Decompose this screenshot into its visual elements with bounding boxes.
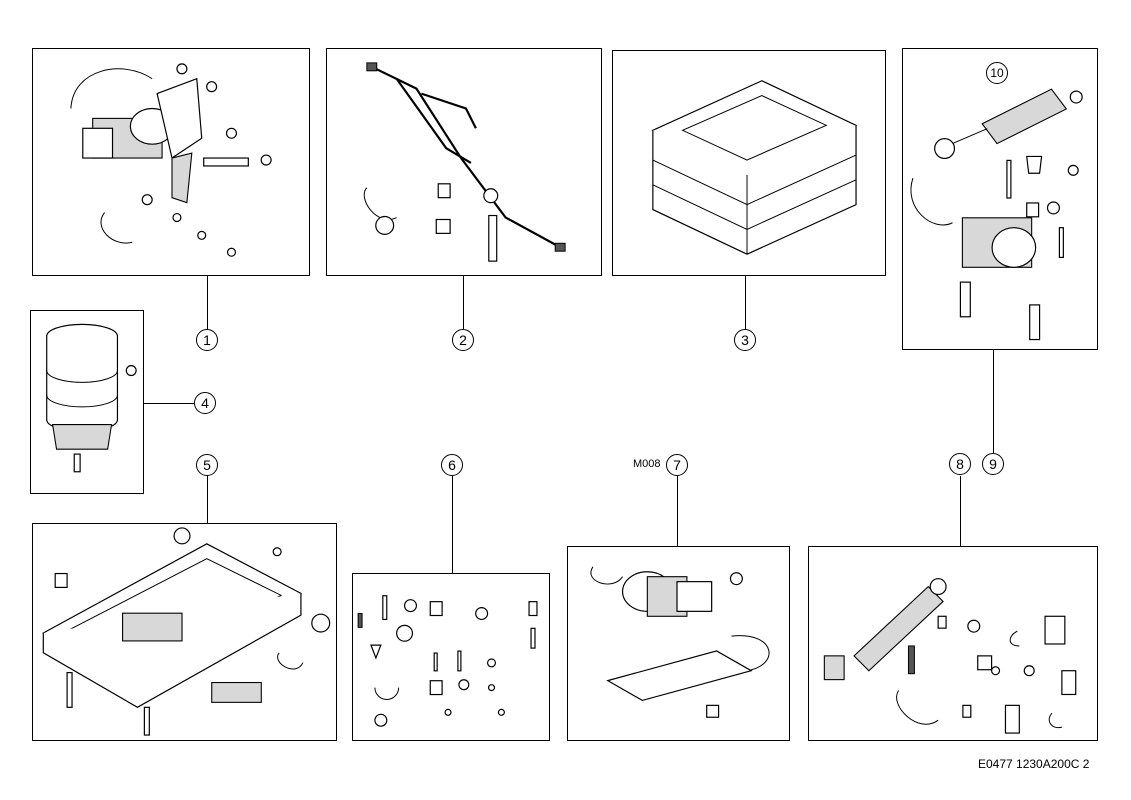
leader-line-6 [452,476,454,573]
callout-4: 4 [194,392,216,414]
leader-line-1 [207,276,209,329]
panel-seat-frame [32,523,337,741]
leader-line-3 [745,276,747,329]
panel-motor-assembly [567,546,790,741]
callout-2: 2 [452,329,474,351]
callout-5: 5 [196,454,218,476]
panel-wiring-harness [326,48,602,276]
callout-9: 9 [982,453,1004,475]
panel-compressor-assembly [32,48,310,276]
callout-1: 1 [196,329,218,351]
leader-line-5 [207,476,209,523]
callout-3: 3 [734,329,756,351]
panel-bellows [612,50,886,276]
drawing-reference: E0477 1230A200C 2 [978,757,1090,771]
callout-6: 6 [441,454,463,476]
panel-shock-valve-kit [902,48,1098,350]
panel-hardware-kit [352,573,550,741]
callout-8: 8 [949,453,971,475]
leader-line-8 [960,476,962,546]
leader-line-2 [463,276,465,329]
panel-air-spring [30,310,144,494]
leader-line-7 [677,476,679,546]
m-code-label: M008 [633,458,661,470]
leader-line-9 [993,350,995,453]
callout-10: 10 [986,62,1008,84]
leader-line-4 [144,403,194,405]
callout-7: 7 [666,454,688,476]
panel-shock-kit [808,546,1098,741]
